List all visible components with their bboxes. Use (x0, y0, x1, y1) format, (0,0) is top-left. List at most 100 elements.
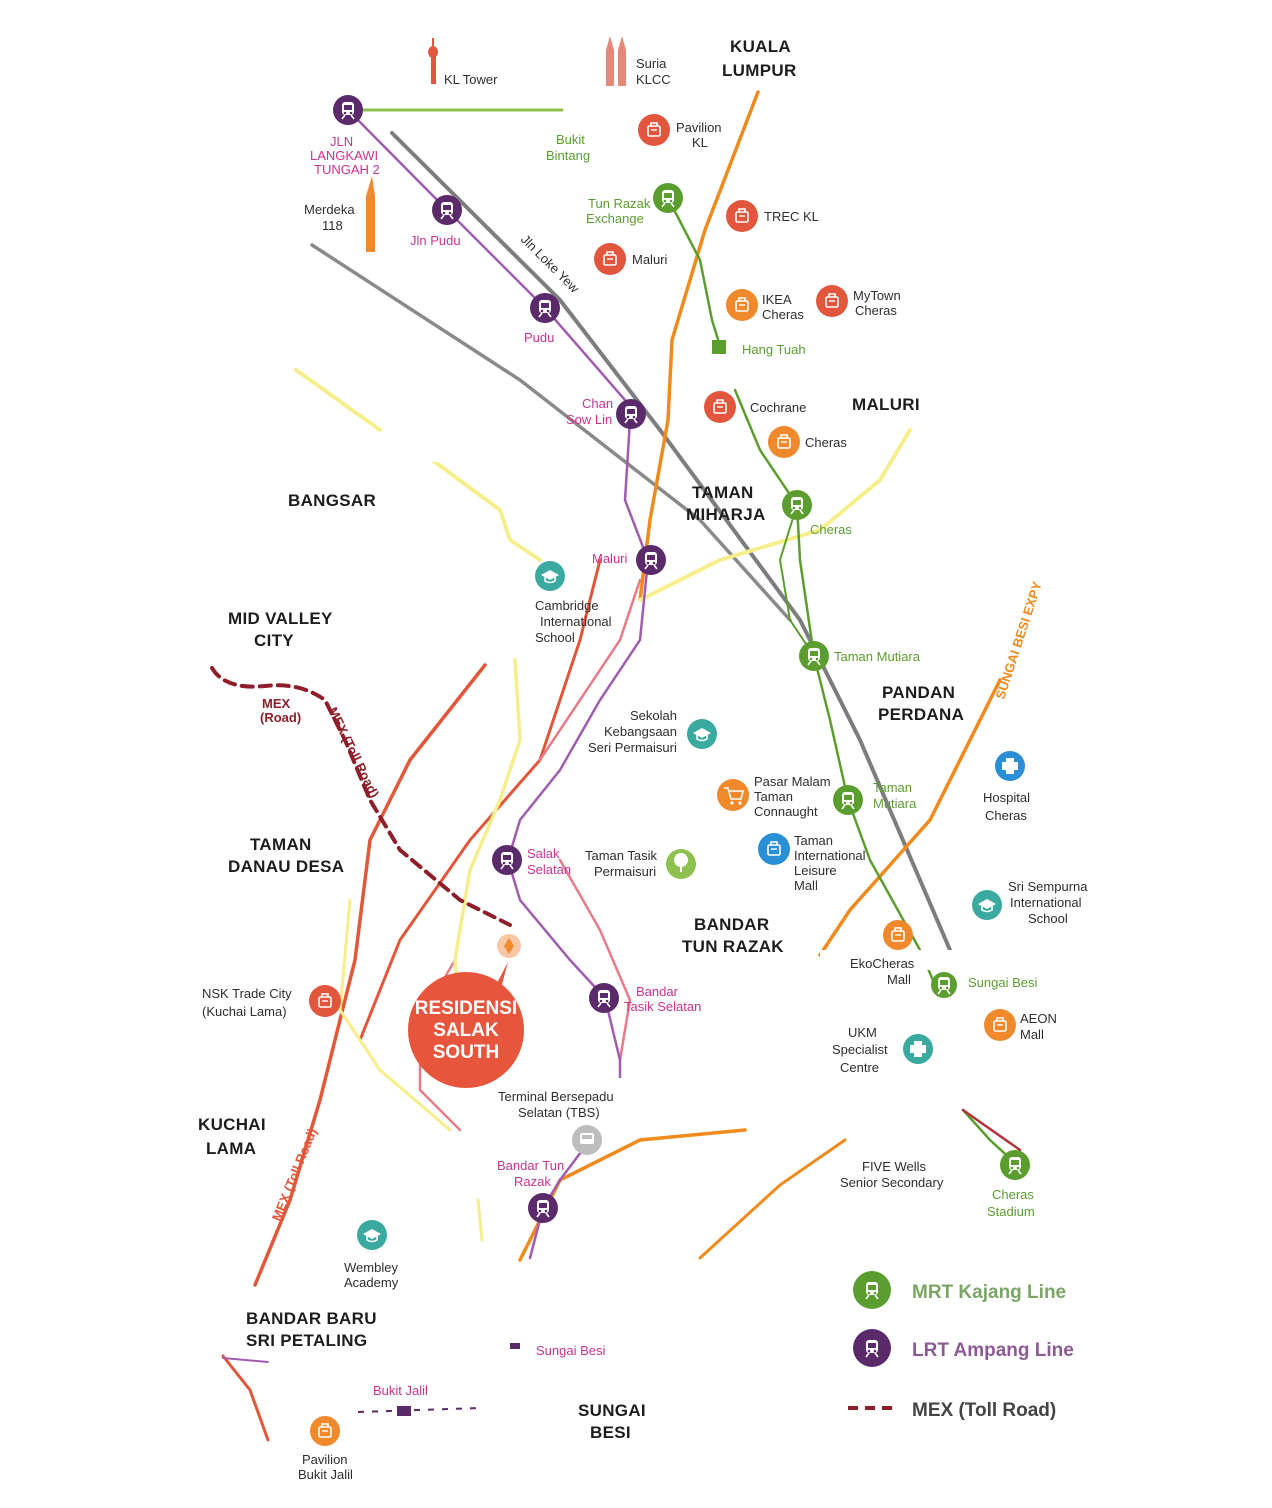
svg-text:LUMPUR: LUMPUR (722, 61, 797, 80)
mrt-stations: Bukit Bintang Tun Razak Exchange Hang Tu… (546, 132, 1037, 1219)
svg-text:RESIDENSI: RESIDENSI (415, 998, 517, 1019)
svg-text:Selatan: Selatan (527, 862, 571, 877)
svg-text:Suria: Suria (636, 56, 667, 71)
svg-text:TUNGAH 2: TUNGAH 2 (314, 162, 380, 177)
merdeka-118-icon (366, 176, 375, 252)
mrt-station-icon (931, 972, 957, 998)
svg-text:International: International (540, 614, 612, 629)
area-bandar-tun-razak: BANDAR (694, 915, 769, 934)
svg-text:TUN RAZAK: TUN RAZAK (682, 937, 784, 956)
svg-text:NSK Trade City: NSK Trade City (202, 986, 292, 1001)
svg-text:Razak: Razak (514, 1174, 551, 1189)
svg-text:Cheras: Cheras (855, 303, 897, 318)
lrt-stations: JLN LANGKAWI TUNGAH 2 Jln Pudu Pudu Chan… (310, 95, 701, 1416)
legend-mrt-label: MRT Kajang Line (912, 1282, 1066, 1303)
legend-lrt-label: LRT Ampang Line (912, 1340, 1074, 1361)
legend-mex-label: MEX (Toll Road) (912, 1400, 1056, 1421)
svg-text:Kebangsaan: Kebangsaan (604, 724, 677, 739)
svg-text:SOUTH: SOUTH (433, 1042, 500, 1063)
svg-text:PERDANA: PERDANA (878, 705, 964, 724)
svg-text:LANGKAWI: LANGKAWI (310, 148, 378, 163)
svg-text:BESI: BESI (590, 1423, 631, 1442)
svg-text:Hang Tuah: Hang Tuah (742, 342, 806, 357)
svg-text:Senior Secondary: Senior Secondary (840, 1175, 944, 1190)
svg-text:Bukit Jalil: Bukit Jalil (373, 1383, 428, 1398)
svg-text:Selatan (TBS): Selatan (TBS) (518, 1105, 600, 1120)
svg-text:Pavilion: Pavilion (676, 120, 722, 135)
svg-text:Centre: Centre (840, 1060, 879, 1075)
petronas-towers-icon (606, 36, 626, 86)
area-mid-valley: MID VALLEY (228, 609, 333, 628)
svg-text:MIHARJA: MIHARJA (686, 505, 766, 524)
svg-text:Permaisuri: Permaisuri (594, 864, 656, 879)
svg-text:CITY: CITY (254, 631, 294, 650)
svg-text:Maluri: Maluri (592, 551, 628, 566)
svg-text:Cochrane: Cochrane (750, 400, 806, 415)
svg-text:Specialist: Specialist (832, 1042, 888, 1057)
mrt-station-icon (1000, 1150, 1030, 1180)
svg-text:Taman Tasik: Taman Tasik (585, 848, 658, 863)
mrt-station-icon (833, 785, 863, 815)
svg-text:(Road): (Road) (260, 710, 301, 725)
svg-text:Bandar: Bandar (636, 984, 679, 999)
lrt-track-fragment (357, 1407, 481, 1413)
svg-text:Sow Lin: Sow Lin (566, 412, 612, 427)
legend-lrt-icon (853, 1329, 891, 1367)
svg-text:Cheras: Cheras (992, 1187, 1034, 1202)
svg-text:FIVE Wells: FIVE Wells (862, 1159, 927, 1174)
svg-text:MyTown: MyTown (853, 288, 901, 303)
svg-text:Cheras: Cheras (985, 808, 1027, 823)
svg-text:TREC KL: TREC KL (764, 209, 819, 224)
svg-text:International: International (1010, 895, 1082, 910)
svg-text:IKEA: IKEA (762, 292, 792, 307)
svg-text:Academy: Academy (344, 1275, 399, 1290)
svg-text:Bintang: Bintang (546, 148, 590, 163)
kl-tower-icon (428, 38, 438, 84)
area-maluri: MALURI (852, 395, 920, 414)
svg-text:School: School (1028, 911, 1068, 926)
area-labels: KUALA LUMPUR MALURI BANGSAR TAMAN MIHARJ… (198, 37, 964, 1442)
road-label-mex: MEX (262, 696, 291, 711)
svg-text:Pavilion: Pavilion (302, 1452, 348, 1467)
area-taman-miharja: TAMAN (692, 483, 754, 502)
svg-text:Taman: Taman (794, 833, 833, 848)
map-whitespace (380, 432, 960, 1124)
svg-text:International: International (794, 848, 866, 863)
svg-text:Exchange: Exchange (586, 211, 644, 226)
area-kuchai-lama: KUCHAI (198, 1115, 266, 1134)
svg-text:Bandar Tun: Bandar Tun (497, 1158, 564, 1173)
svg-text:SALAK: SALAK (433, 1020, 499, 1041)
svg-text:118: 118 (322, 218, 343, 233)
svg-text:Sekolah: Sekolah (630, 708, 677, 723)
svg-text:AEON: AEON (1020, 1011, 1057, 1026)
svg-text:Sri Sempurna: Sri Sempurna (1008, 879, 1088, 894)
svg-text:Cheras: Cheras (762, 307, 804, 322)
svg-text:DANAU DESA: DANAU DESA (228, 857, 344, 876)
shopping-cart-icon (717, 779, 749, 811)
mrt-station-icon (653, 183, 683, 213)
svg-text:Chan: Chan (582, 396, 613, 411)
svg-text:School: School (535, 630, 575, 645)
svg-text:Terminal Bersepadu: Terminal Bersepadu (498, 1089, 614, 1104)
svg-text:SRI PETALING: SRI PETALING (246, 1331, 367, 1350)
svg-text:Mall: Mall (794, 878, 818, 893)
svg-text:Pudu: Pudu (524, 330, 554, 345)
mrt-station-icon (799, 641, 829, 671)
svg-text:Tasik Selatan: Tasik Selatan (624, 999, 701, 1014)
svg-text:KL Tower: KL Tower (444, 72, 498, 87)
mrt-station-fragment (712, 340, 726, 354)
svg-text:Connaught: Connaught (754, 804, 818, 819)
svg-text:(Kuchai Lama): (Kuchai Lama) (202, 1004, 287, 1019)
svg-text:Maluri: Maluri (632, 252, 668, 267)
lrt-station-icon (333, 95, 363, 125)
svg-text:Mall: Mall (1020, 1027, 1044, 1042)
lrt-station-icon (528, 1193, 558, 1223)
area-bangsar: BANGSAR (288, 491, 376, 510)
lrt-station-icon (432, 195, 462, 225)
svg-text:Cheras: Cheras (805, 435, 847, 450)
svg-text:Taman: Taman (873, 780, 912, 795)
area-taman-danau-desa: TAMAN (250, 835, 312, 854)
road-network (210, 90, 1022, 1442)
svg-text:Taman: Taman (754, 789, 793, 804)
